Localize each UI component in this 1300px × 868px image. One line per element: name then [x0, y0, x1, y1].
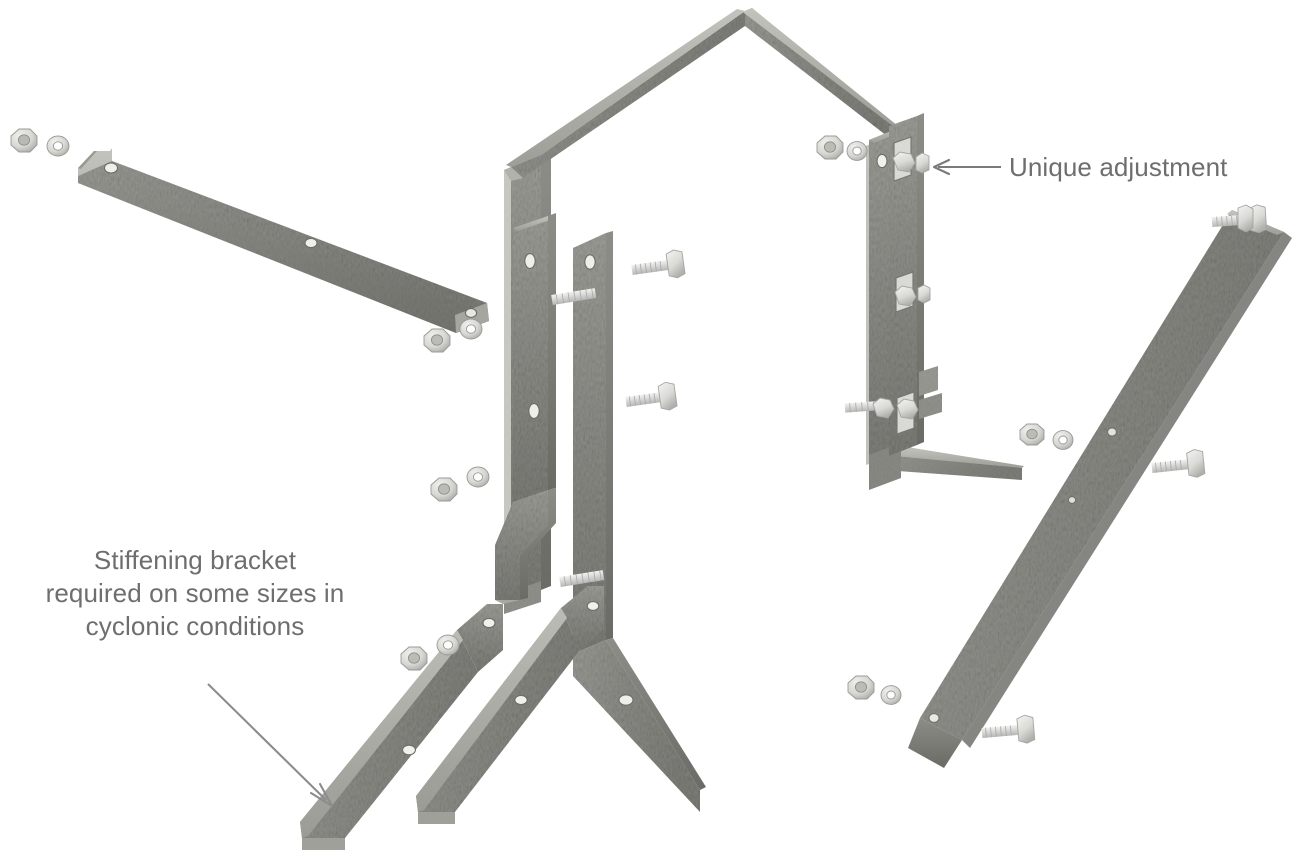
fastener-bolt-mid-center [625, 381, 678, 411]
fastener-nut-washer-lower-left [400, 634, 460, 671]
fastener-nut-washer-mid-left [430, 466, 490, 502]
fastener-nut-washer-mid-right [1019, 423, 1074, 450]
fastener-slot-nut-top-right-bolthead [915, 152, 930, 174]
part-right-long-angle [908, 210, 1292, 768]
fastener-slot-nut-mid [894, 285, 917, 307]
annotation-label-unique-adjustment: Unique adjustment [1009, 152, 1228, 182]
fastener-slot-nut-lower-b [896, 398, 919, 420]
fastener-nut-washer-top-right [816, 135, 868, 161]
fastener-nut-washer-top-left [10, 128, 70, 157]
part-main-hoop-bracket [504, 8, 903, 614]
part-outer-vertical-strap [573, 231, 706, 812]
fastener-slot-nut-mid-right-bolthead [917, 284, 931, 304]
fastener-bolt-upper-center [631, 249, 686, 279]
fastener-bolt-right-mid [1151, 448, 1206, 478]
annotation-label-stiffening-bracket: Stiffening bracket required on some size… [45, 545, 345, 641]
fastener-slot-nut-top [892, 151, 916, 173]
fastener-bolt-stub-strap-lower [559, 570, 605, 587]
fastener-bolt-stub-strap-upper [551, 288, 597, 305]
fastener-bolt-right-lower [981, 714, 1036, 744]
fastener-slot-nut-lower-a [872, 397, 895, 419]
fastener-nut-washer-bottom-right [847, 675, 902, 705]
part-inner-vertical-strap [495, 213, 556, 604]
arrow-unique-adjustment [932, 158, 1001, 176]
part-top-diagonal-strap [78, 148, 489, 333]
part-bottom-left-angle [300, 604, 503, 850]
arrow-stiffening-bracket [207, 683, 334, 808]
fastener-nut-washer-strap-end [423, 318, 483, 353]
fastener-bolthead-right-rail-top [1237, 204, 1254, 233]
part-bottom-center-angle [416, 586, 604, 824]
